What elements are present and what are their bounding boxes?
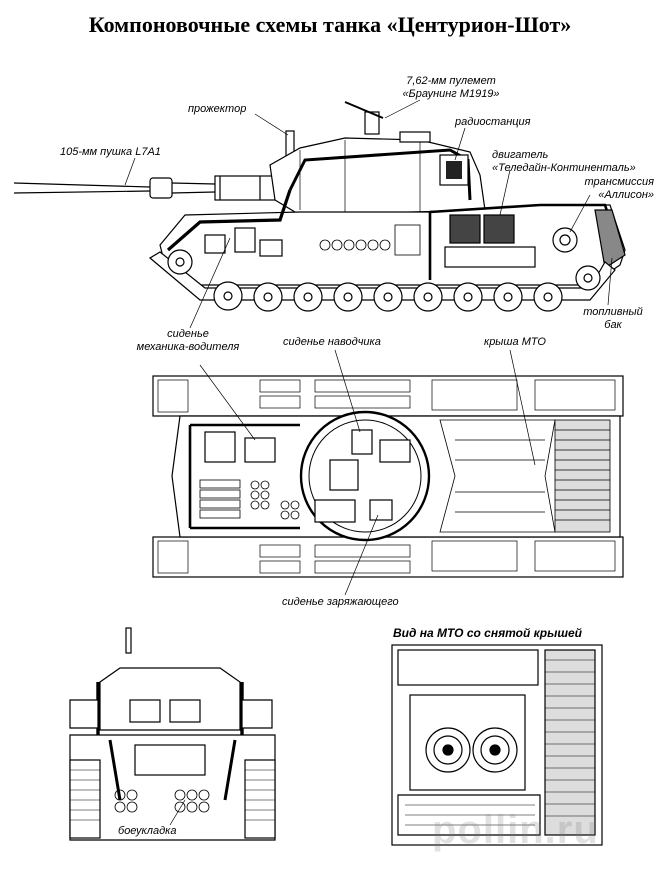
fuel-tank-label: топливный бак — [583, 306, 643, 332]
searchlight-label: прожектор — [188, 103, 247, 115]
gunner-seat — [351, 429, 373, 455]
machine-gun-label: 7,62-мм пулемет «Браунинг М1919» — [396, 75, 506, 101]
top-leaders — [199, 349, 536, 596]
side-view — [13, 99, 626, 329]
gun-barrel — [13, 175, 276, 201]
fuel-tank-label-line2: бак — [604, 319, 622, 331]
engine-label: двигатель «Теледайн-Континенталь» — [492, 149, 636, 175]
machine-gun-label-line2: «Браунинг М1919» — [402, 88, 500, 100]
engine-radiator-2 — [483, 214, 515, 244]
driver-seat — [244, 437, 276, 463]
engine-view — [391, 644, 603, 846]
side-leaders — [124, 99, 613, 329]
ammo-rack-side — [319, 224, 421, 256]
engine-label-line2: «Теледайн-Континенталь» — [492, 162, 636, 174]
ammo-label: боеукладка — [118, 825, 177, 837]
machine-gun-label-line1: 7,62-мм пулемет — [406, 75, 496, 87]
road-wheels — [167, 249, 601, 312]
ammo-rack-top — [199, 479, 300, 520]
transmission-label-line2: «Аллисон» — [598, 189, 654, 201]
engine-radiator-1 — [449, 214, 481, 244]
loader-seat-label: сиденье заряжающего — [282, 596, 399, 608]
loader-seat — [369, 499, 393, 521]
driver-seat-label-line2: механика-водителя — [136, 341, 240, 353]
engine-roof — [439, 419, 611, 533]
page-title: Компоновочные схемы танка «Центурион-Шот… — [88, 12, 572, 37]
engine-roof-label: крыша МТО — [484, 336, 546, 348]
transmission-label: трансмиссия «Аллисон» — [548, 176, 654, 202]
front-section — [69, 627, 276, 841]
fuel-tank-label-line1: топливный — [583, 306, 643, 318]
driver-seat-label-line1: сиденье — [167, 328, 209, 340]
driver-seat-label: сиденье механика-водителя — [118, 328, 258, 354]
machine-gun — [344, 101, 431, 143]
fuel-tank — [594, 209, 626, 269]
gun-label: 105-мм пушка L7A1 — [60, 146, 161, 158]
engine-view-title: Вид на МТО со снятой крышей — [393, 626, 583, 640]
radio-label: радиостанция — [455, 116, 531, 128]
top-view — [152, 349, 624, 596]
engine-label-line1: двигатель — [492, 149, 549, 161]
front-ammo — [114, 789, 210, 813]
watermark: pollin.ru — [432, 808, 599, 852]
gunner-seat-label: сиденье наводчика — [283, 336, 381, 348]
transmission-label-line1: трансмиссия — [584, 176, 654, 188]
